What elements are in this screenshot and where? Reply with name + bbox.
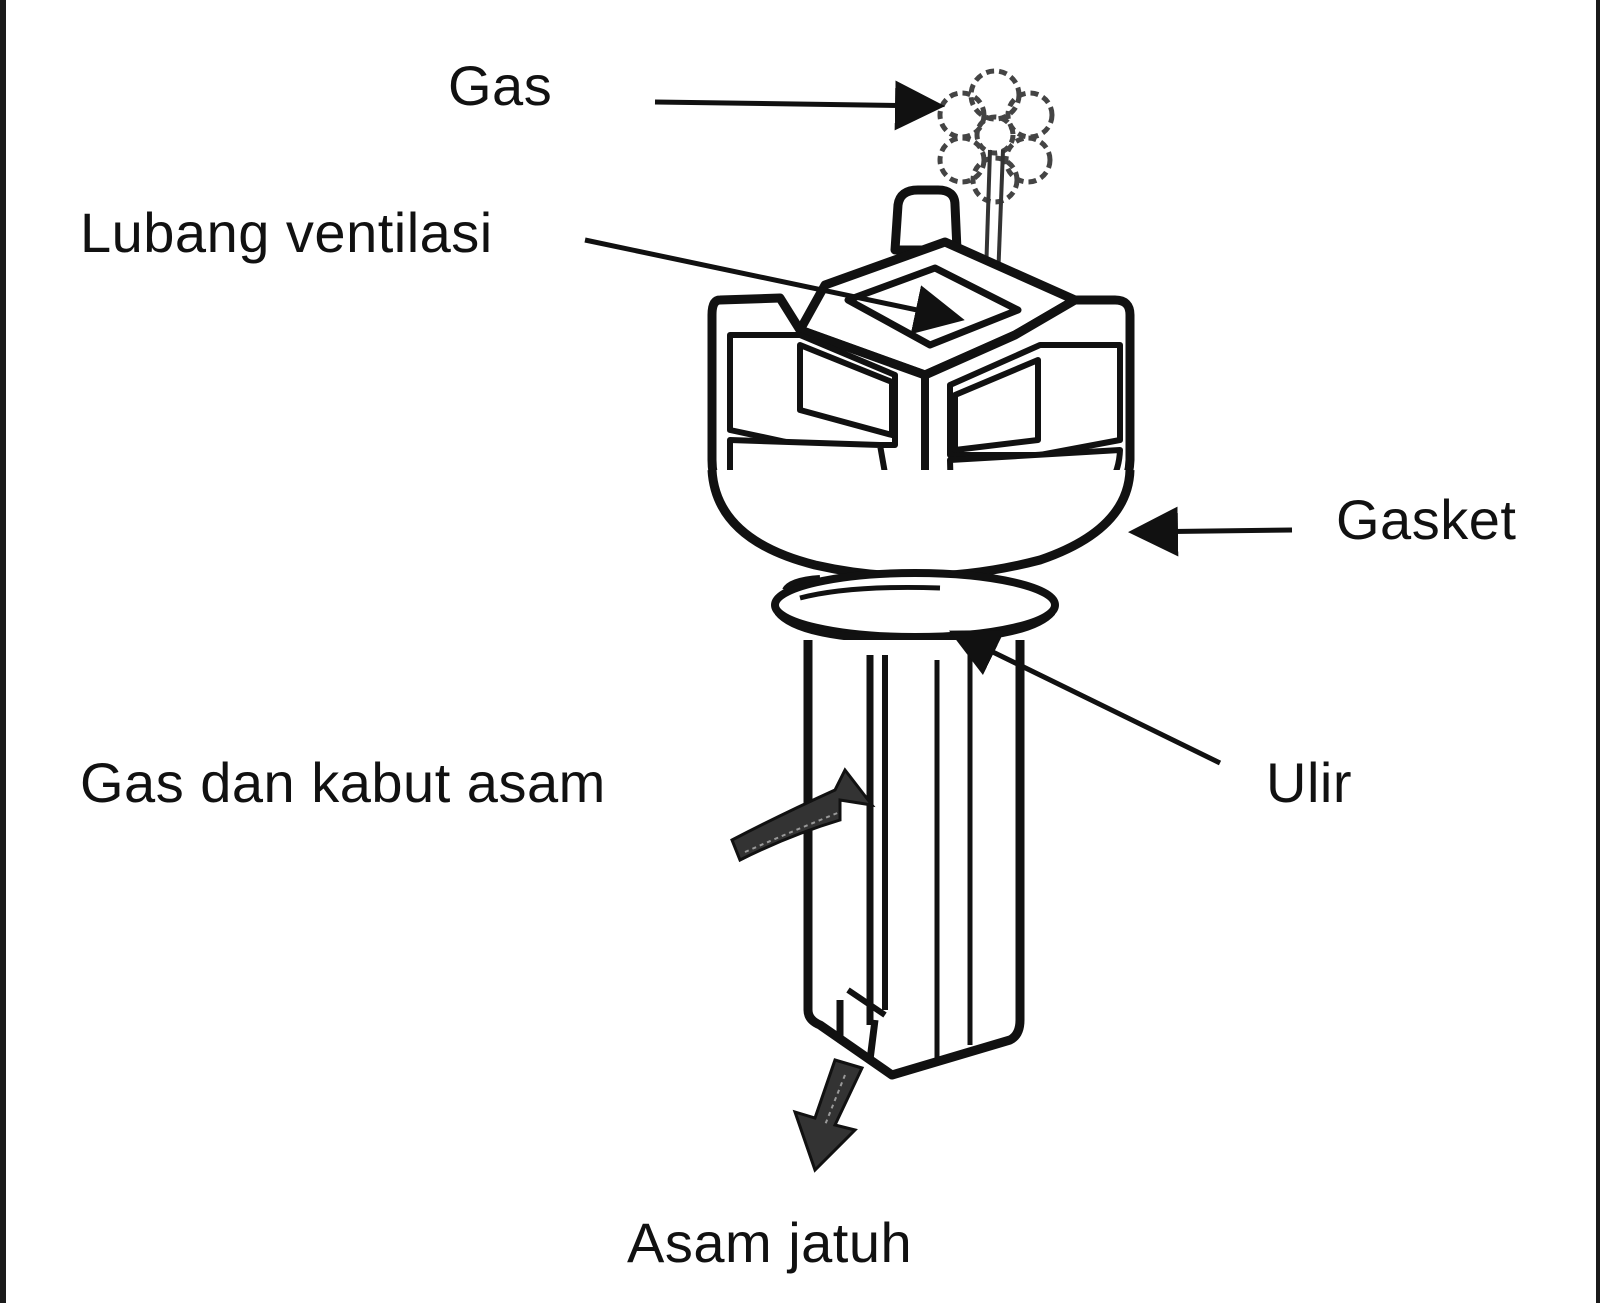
- plug-stem: [803, 640, 1025, 1080]
- leader-arrows: [584, 80, 1293, 766]
- label-acid-falls: Asam jatuh: [627, 1211, 913, 1274]
- acid-drop-arrow: [792, 1058, 865, 1173]
- gasket-arrow: [1128, 506, 1293, 557]
- thread-arrow: [949, 630, 1222, 766]
- label-gas-and-acid-mist: Gas dan kabut asam: [80, 751, 606, 814]
- label-gas: Gas: [448, 54, 553, 117]
- label-thread: Ulir: [1266, 751, 1352, 814]
- label-gasket: Gasket: [1336, 488, 1517, 551]
- gasket-ring: [707, 469, 1135, 581]
- gas-puff: [937, 68, 1055, 205]
- mist-inflow-arrow: [730, 767, 876, 863]
- thread: [771, 569, 1059, 645]
- gas-arrow: [654, 80, 945, 131]
- vent-arrow: [584, 237, 965, 335]
- label-vent-hole: Lubang ventilasi: [80, 201, 493, 264]
